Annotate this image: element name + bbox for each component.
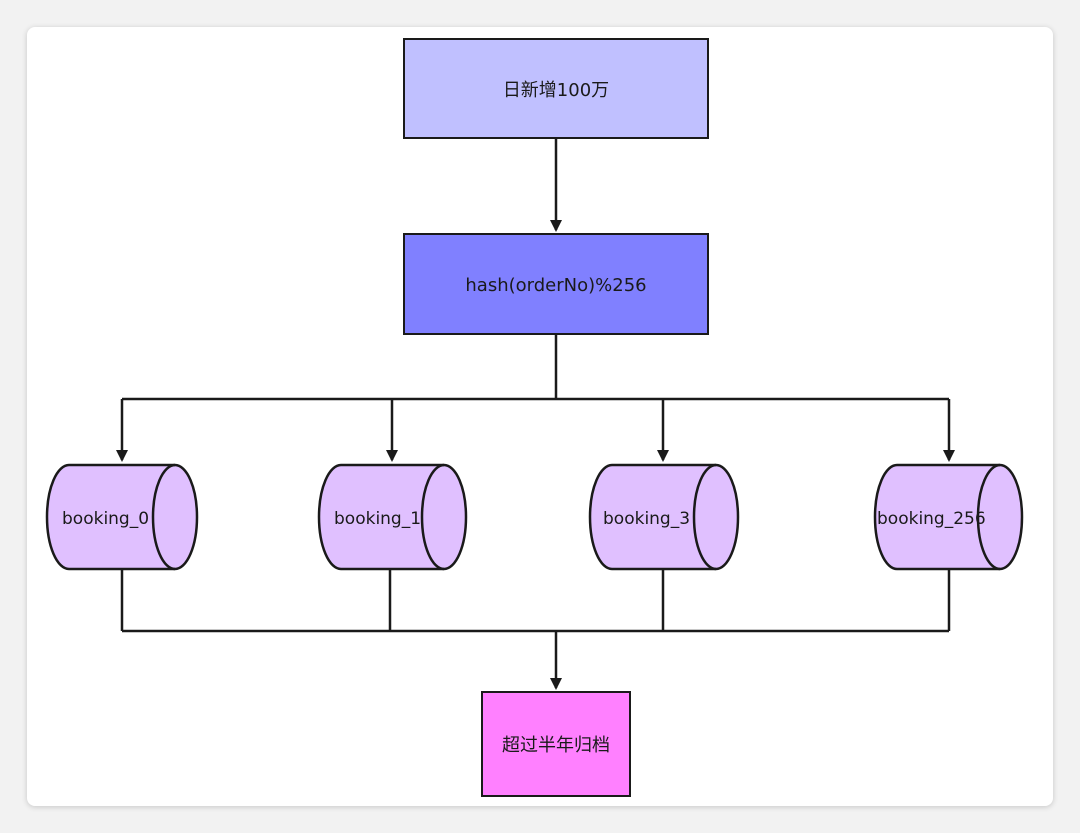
database-booking-3: booking_3 — [588, 463, 740, 571]
hash-node: hash(orderNo)%256 — [403, 233, 709, 335]
hash-node-label: hash(orderNo)%256 — [465, 275, 646, 296]
database-booking-0: booking_0 — [45, 463, 199, 571]
archive-node-label: 超过半年归档 — [502, 735, 610, 756]
database-label: booking_3 — [603, 509, 690, 529]
source-node-box — [403, 38, 709, 139]
fan-in-connectors — [120, 569, 951, 690]
database-booking-1: booking_1 — [317, 463, 468, 571]
database-cylinder-face — [976, 463, 1001, 571]
database-cylinder-face — [692, 463, 717, 571]
database-booking-256: booking_256 — [873, 463, 1024, 571]
database-cylinder-face — [151, 463, 176, 571]
database-cylinder-face — [420, 463, 445, 571]
source-node: 日新增100万 — [403, 38, 709, 139]
archive-node: 超过半年归档 — [481, 691, 631, 797]
source-node-label: 日新增100万 — [503, 80, 609, 101]
fan-out-connectors — [116, 334, 955, 462]
archive-node-box — [481, 691, 631, 797]
database-label: booking_1 — [334, 509, 421, 529]
database-label: booking_256 — [877, 509, 986, 529]
diagram-canvas — [27, 27, 1053, 806]
database-label: booking_0 — [62, 509, 149, 529]
